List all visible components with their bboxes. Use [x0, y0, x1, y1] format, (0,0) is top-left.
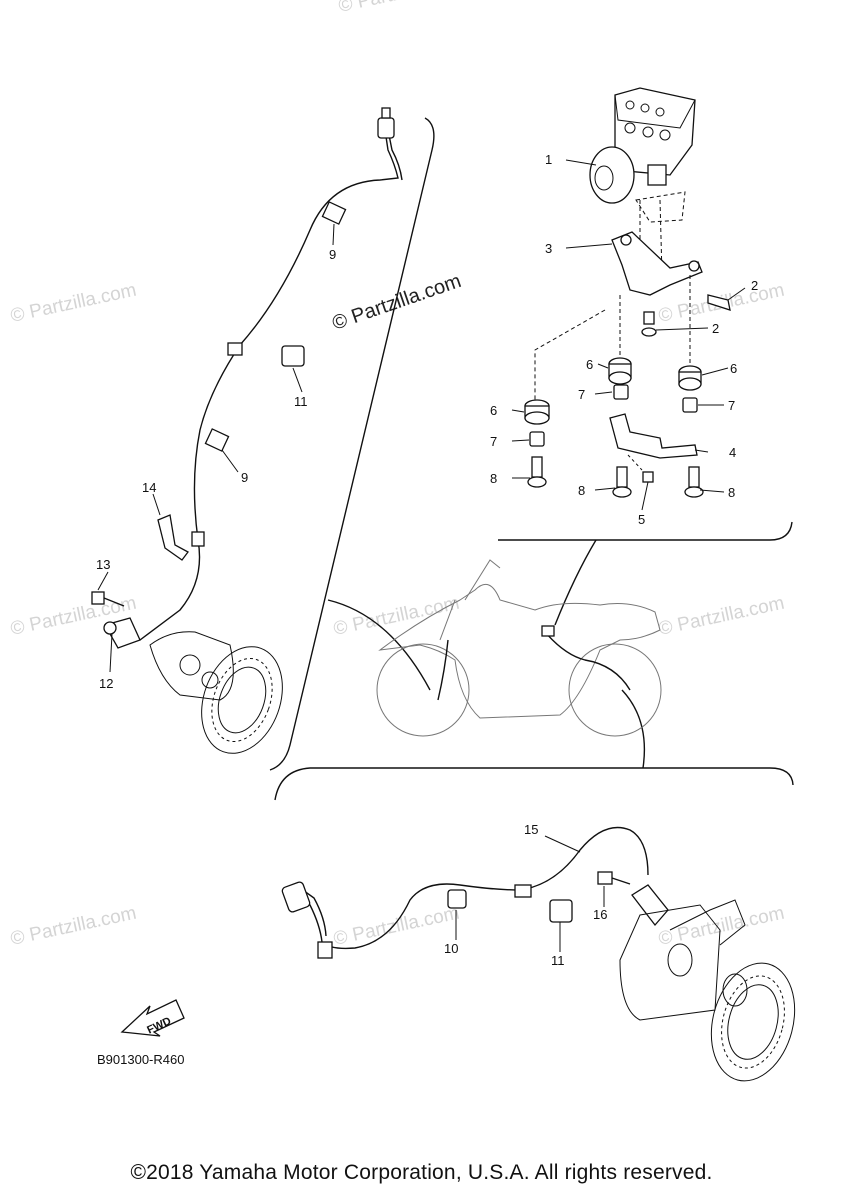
- watermark-center-bottom: © Partzilla.com: [332, 903, 462, 950]
- abs-bracket-and-mounts: [524, 199, 731, 498]
- callout-3: 3: [545, 241, 552, 256]
- callout-5: 5: [638, 512, 645, 527]
- watermark-top-center: © Partzilla.com: [337, 0, 467, 17]
- callout-10: 10: [444, 941, 458, 956]
- callout-8-right: 8: [728, 485, 735, 500]
- callout-15: 15: [524, 822, 538, 837]
- callout-14: 14: [142, 480, 156, 495]
- callout-6-right: 6: [730, 361, 737, 376]
- rear-section-frame: [274, 767, 794, 801]
- front-sensor-lead: [91, 107, 403, 649]
- callout-16: 16: [593, 907, 607, 922]
- watermark-left-top: © Partzilla.com: [9, 280, 139, 327]
- callout-9-upper: 9: [329, 247, 336, 262]
- callout-8-center: 8: [578, 483, 585, 498]
- callout-7-center: 7: [578, 387, 585, 402]
- callout-11-front: 11: [294, 394, 308, 409]
- callout-leaders: [97, 159, 746, 952]
- front-section-frame: [269, 117, 435, 771]
- abs-section-frame: [498, 521, 793, 541]
- callout-9-lower: 9: [241, 470, 248, 485]
- callout-numbers: 1 2 2 3 4 5 6 6 6 7 7 7 8 8 8 9 9 10 11 …: [96, 152, 758, 968]
- callout-6-left: 6: [490, 403, 497, 418]
- callout-11-rear: 11: [551, 953, 565, 968]
- copyright-notice: ©2018 Yamaha Motor Corporation, U.S.A. A…: [130, 1161, 713, 1184]
- abs-leader-line: [554, 539, 597, 626]
- diagram-code: B901300-R460: [97, 1052, 184, 1067]
- watermark-left-bottom: © Partzilla.com: [9, 903, 139, 950]
- front-leader-line: [327, 599, 431, 691]
- callout-4: 4: [729, 445, 736, 460]
- rear-brake-assembly: [619, 899, 796, 1082]
- callout-12: 12: [99, 676, 113, 691]
- watermark-right-bottom: © Partzilla.com: [657, 903, 787, 950]
- callout-2-bolt: 2: [751, 278, 758, 293]
- watermark-main: © Partzilla.com: [329, 270, 464, 335]
- callout-13: 13: [96, 557, 110, 572]
- watermark-center-mid: © Partzilla.com: [332, 593, 462, 640]
- abs-hydraulic-unit: [589, 87, 696, 223]
- callout-7-right: 7: [728, 398, 735, 413]
- callout-7-left: 7: [490, 434, 497, 449]
- rear-sensor-lead: [281, 826, 669, 959]
- callout-8-left: 8: [490, 471, 497, 486]
- callout-6-center: 6: [586, 357, 593, 372]
- rear-leader-line: [621, 689, 646, 769]
- callout-2-screw: 2: [712, 321, 719, 336]
- forward-arrow: FWD: [120, 999, 185, 1037]
- watermark-right-mid: © Partzilla.com: [657, 593, 787, 640]
- callout-1: 1: [545, 152, 552, 167]
- front-brake-assembly: [149, 631, 283, 754]
- motorcycle-silhouette: [376, 559, 662, 737]
